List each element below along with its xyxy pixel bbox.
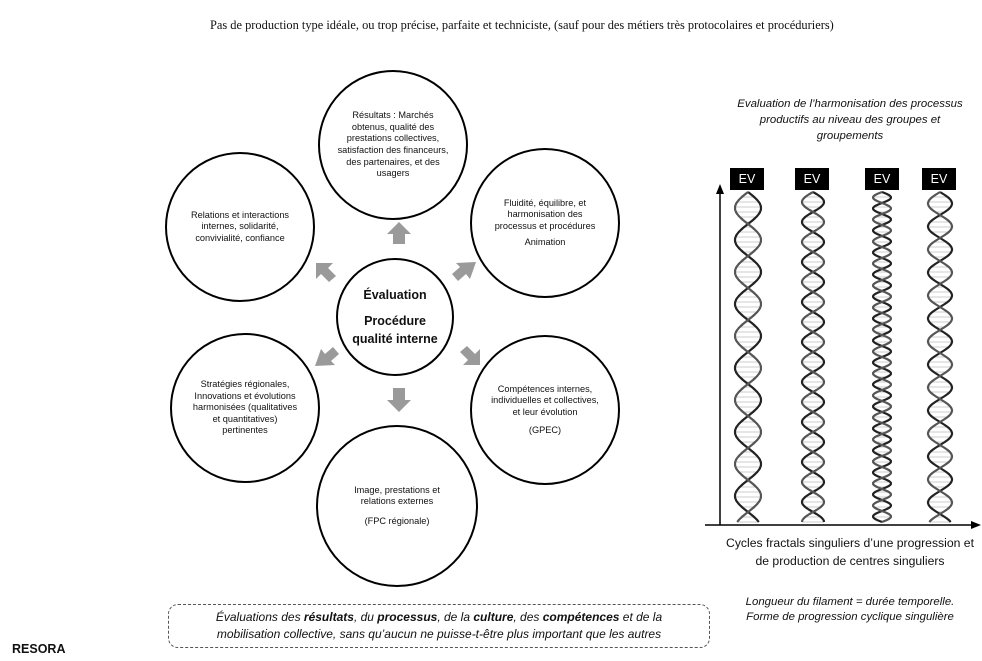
filament-note-line2: Forme de progression cyclique singulière: [746, 611, 954, 623]
ev-label-2: EV: [795, 168, 829, 190]
cycles-caption: Cycles fractals singuliers d’une progres…: [726, 536, 974, 568]
circle-results: Résultats : Marchés obtenus, qualité des…: [318, 70, 468, 220]
summary-bold-process: processus: [377, 610, 438, 624]
arrow-up: [387, 222, 411, 244]
circle-image: Image, prestations et relations externes…: [316, 425, 478, 587]
summary-line-2: mobilisation collective, sans qu’aucun n…: [216, 627, 662, 641]
evaluation-panel-title: Evaluation de l’harmonisation des proces…: [737, 98, 963, 142]
resora-label: RESORA: [12, 642, 66, 656]
summary-text-part: , de la: [437, 610, 474, 624]
circle-image-subtext: (FPC régionale): [364, 515, 430, 526]
summary-text-part: et de la: [619, 610, 663, 624]
summary-line-1: Évaluations des résultats, du processus,…: [169, 609, 709, 626]
circle-strategies-text: Stratégies régionales, Innovations et év…: [192, 379, 298, 436]
dna-helix-1: [733, 191, 763, 523]
dna-strand: [733, 191, 763, 523]
ev-label-3: EV: [865, 168, 899, 190]
summary-bold-results: résultats: [303, 610, 354, 624]
header-text: Pas de production type idéale, ou trop p…: [210, 18, 834, 32]
filament-note: Longueur du filament = durée temporelle.…: [720, 595, 980, 625]
dna-strand: [800, 191, 826, 523]
dna-helices-group: [733, 190, 954, 524]
arrow-up-right: [452, 262, 476, 281]
ev-label-1: EV: [730, 168, 764, 190]
circle-competences-subtext: (GPEC): [528, 424, 562, 435]
circle-process-subtext: Animation: [524, 236, 566, 247]
circle-image-text: Image, prestations et relations externes: [354, 484, 440, 507]
dna-strand: [926, 191, 954, 523]
dna-strand: [926, 191, 954, 523]
x-axis-arrowhead: [971, 521, 981, 529]
dna-helix-3: [872, 190, 892, 524]
summary-bold-competences: compétences: [542, 610, 620, 624]
summary-bold-culture: culture: [473, 610, 514, 624]
circle-competences-text: Compétences internes, individuelles et c…: [491, 383, 599, 417]
summary-text-part: Évaluations des: [215, 610, 304, 624]
circle-results-text: Résultats : Marchés obtenus, qualité des…: [337, 110, 449, 179]
summary-text-part: , du: [353, 610, 378, 624]
summary-text-part: , des: [513, 610, 543, 624]
circle-process: Fluidité, équilibre, et harmonisation de…: [470, 148, 620, 298]
dna-helix-4: [926, 191, 954, 523]
dna-strand: [733, 191, 763, 523]
circle-relations-text: Relations et interactions internes, soli…: [190, 209, 290, 243]
circle-process-text: Fluidité, équilibre, et harmonisation de…: [494, 197, 596, 231]
arrow-down-right: [460, 346, 480, 365]
dna-helix-2: [800, 191, 826, 523]
ev-label-4: EV: [922, 168, 956, 190]
circle-center: Évaluation Procédure qualité interne: [336, 258, 454, 376]
filament-note-line1: Longueur du filament = durée temporelle.: [745, 596, 955, 608]
arrow-down-left: [315, 347, 339, 366]
dna-strand: [800, 191, 826, 523]
y-axis-arrowhead: [716, 184, 724, 194]
dna-strand: [872, 190, 892, 524]
arrow-up-left: [316, 263, 336, 282]
circle-strategies: Stratégies régionales, Innovations et év…: [170, 333, 320, 483]
circle-relations: Relations et interactions internes, soli…: [165, 152, 315, 302]
arrows-group: [315, 222, 480, 412]
center-subtitle: Procédure qualité interne: [352, 314, 438, 346]
circle-competences: Compétences internes, individuelles et c…: [470, 335, 620, 485]
arrow-down: [387, 388, 411, 412]
evaluations-summary-box: Évaluations des résultats, du processus,…: [168, 604, 710, 648]
center-title: Évaluation: [363, 288, 427, 302]
